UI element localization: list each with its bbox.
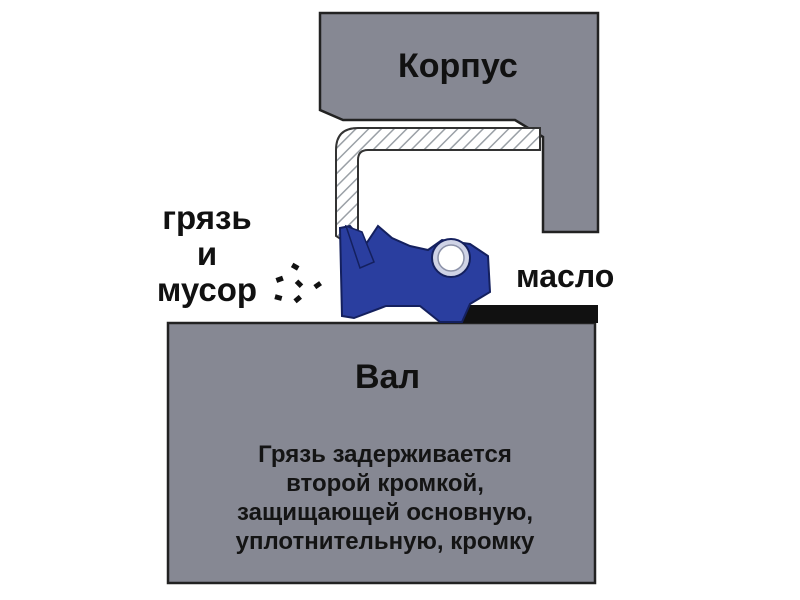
dirt-label-line: и (196, 235, 218, 272)
dirt-particle (293, 294, 302, 304)
oil-label: масло (516, 258, 615, 294)
dirt-label-line: грязь (162, 199, 252, 236)
caption-line: второй кромкой, (286, 470, 484, 497)
housing-label: Корпус (398, 47, 518, 85)
caption-line: уплотнительную, кромку (235, 528, 535, 555)
dirt-particle (290, 262, 300, 271)
seal-metal-case (335, 127, 541, 252)
caption-line: защищающей основную, (237, 499, 533, 526)
housing-body (318, 11, 600, 234)
shaft-label: Вал (355, 358, 421, 396)
dirt-particle (294, 279, 304, 288)
dust-lip (344, 224, 375, 270)
dirt-label: грязь и мусор (152, 200, 262, 308)
caption: Грязь задерживается второй кромкой, защи… (195, 440, 575, 556)
caption-line: Грязь задерживается (258, 441, 512, 468)
oil-film (462, 305, 598, 323)
dirt-label-line: мусор (156, 271, 258, 308)
dirt-particles (274, 262, 322, 304)
dirt-particle (274, 294, 283, 301)
garter-spring-inner (437, 244, 465, 272)
shaft-body (166, 321, 597, 585)
dirt-particle (275, 275, 284, 283)
dirt-particle (313, 281, 322, 290)
